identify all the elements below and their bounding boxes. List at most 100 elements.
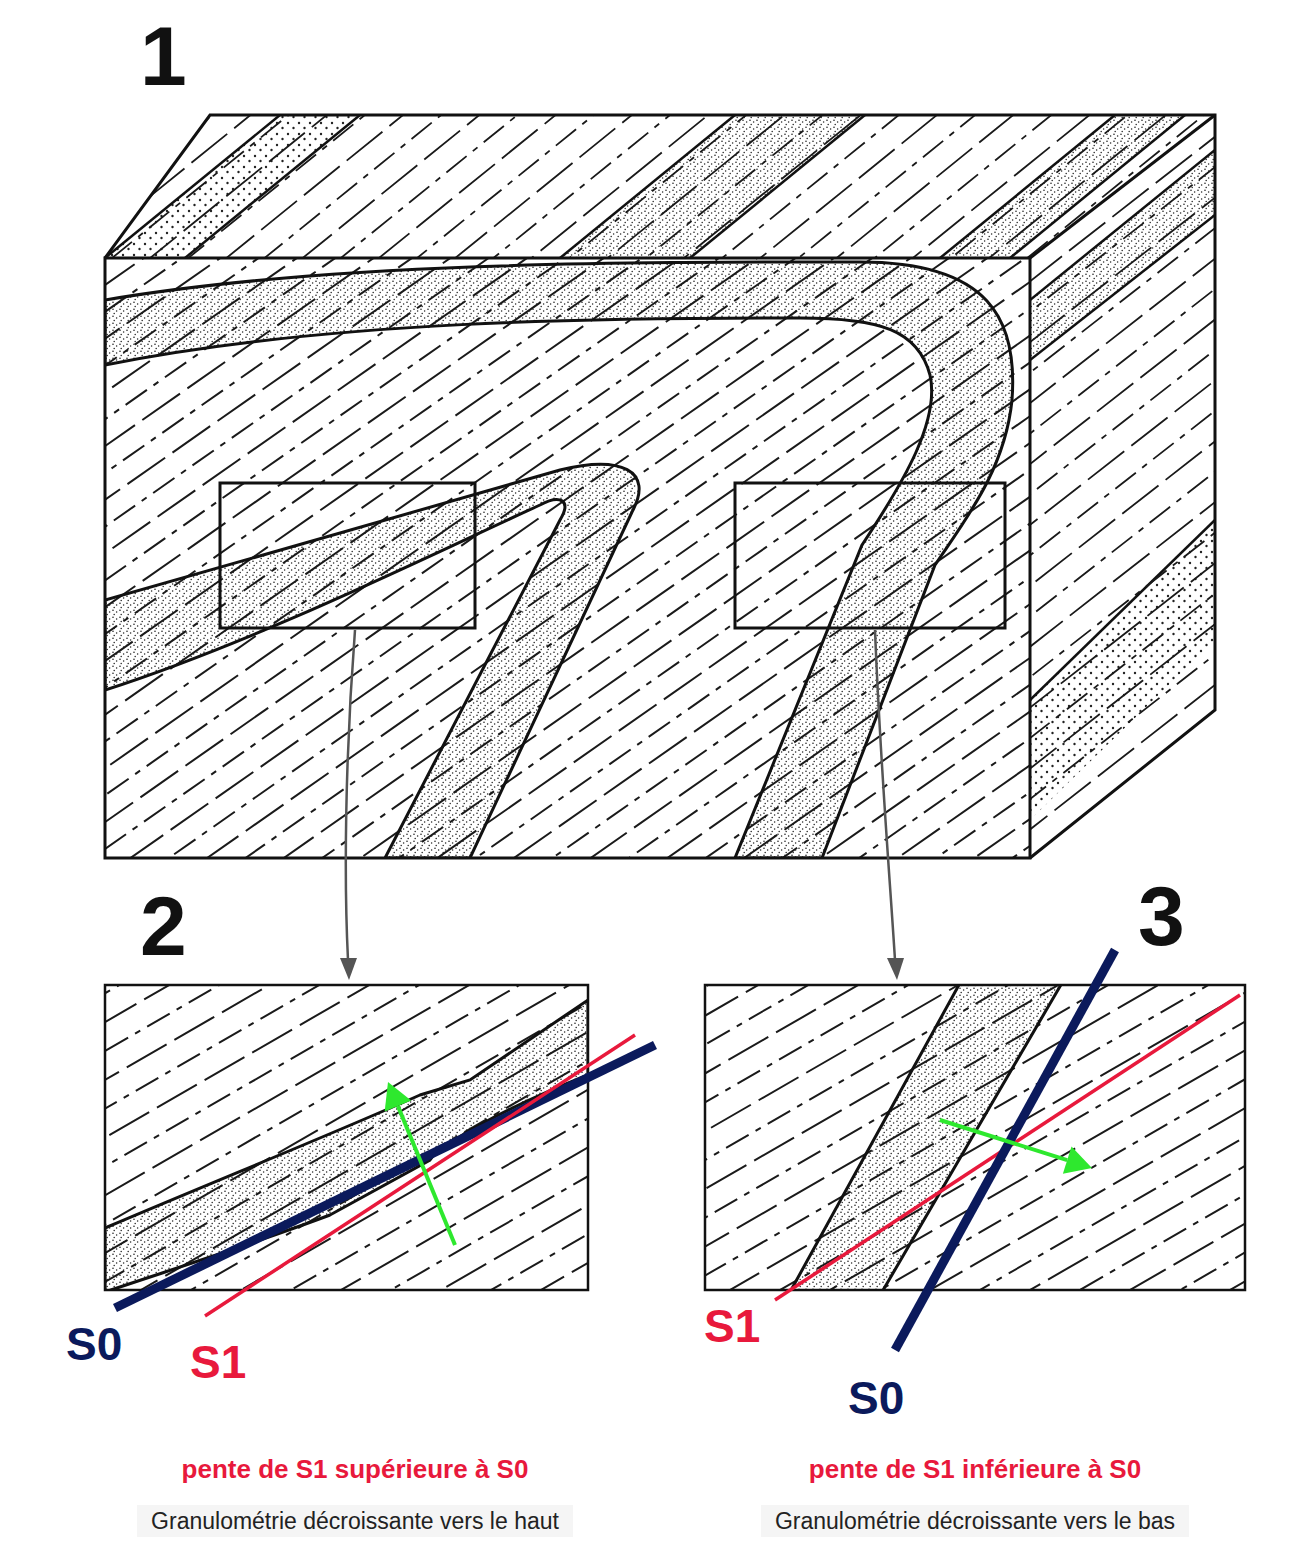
cleavage-line: [314, 671, 1030, 858]
cleavage-line: [0, 0, 854, 198]
grading-caption: Granulométrie décroissante vers le bas: [761, 1505, 1189, 1537]
cleavage-line: [105, 985, 550, 1070]
cleavage-line: [188, 491, 1030, 858]
cleavage-line: [0, 0, 884, 236]
cleavage-line: [705, 985, 1245, 1214]
bedding-trace: [115, 1045, 655, 1308]
cleavage-line: [137, 419, 1030, 858]
cleavage-line: [364, 743, 1030, 858]
bed-boundary: [1030, 520, 1215, 700]
bed-boundary: [560, 115, 735, 258]
cleavage-line: [774, 1229, 1245, 1290]
cleavage-line: [200, 509, 1030, 858]
cleavage-line: [105, 258, 1030, 858]
cleavage-line: [705, 985, 1245, 1290]
cleavage-line: [105, 985, 588, 1178]
cleavage-line: [705, 985, 1174, 1041]
bed-boundary: [690, 115, 865, 258]
cleavage-line: [705, 991, 1245, 1290]
cleavage-line: [705, 985, 1245, 1290]
cleavage-line: [705, 985, 1245, 1257]
cleavage-line: [105, 1061, 588, 1290]
leader-arrowhead: [340, 958, 357, 980]
cleavage-line: [705, 985, 1245, 1192]
cleavage-line: [105, 258, 1030, 858]
inset-2: [105, 985, 588, 1290]
cleavage-line: [213, 527, 1030, 858]
front-face: [105, 258, 1030, 858]
inset-frame: [705, 985, 1245, 1290]
cleavage-line: [105, 258, 1030, 858]
cleavage-line: [105, 365, 1030, 858]
cleavage-line: [105, 1126, 588, 1290]
cleavage-line: [339, 707, 1030, 858]
cleavage-line: [172, 1256, 588, 1290]
block-edge: [1030, 115, 1215, 258]
cleavage-line: [761, 1207, 1245, 1290]
cleavage-line: [276, 617, 1030, 858]
figure-number: 2: [140, 878, 187, 975]
grading-caption: Granulométrie décroissante vers le haut: [137, 1505, 573, 1537]
cleavage-line: [150, 437, 1030, 858]
cleavage-line: [105, 258, 1030, 796]
leader-arrowhead: [887, 958, 904, 980]
bedding-trace: [895, 950, 1115, 1350]
cleavage-line: [799, 1272, 1245, 1290]
cleavage-line: [705, 985, 1236, 1149]
cleavage-line: [105, 258, 1030, 858]
cleavage-line: [327, 689, 1030, 858]
cleavage-line: [147, 1213, 588, 1290]
bed-boundary: [1030, 150, 1215, 300]
cleavage-line: [705, 1012, 1245, 1290]
cleavage-trace: [205, 1035, 635, 1316]
cleavage-line: [175, 473, 1030, 858]
cleavage-line: [105, 258, 943, 616]
cleavage-line: [105, 258, 968, 652]
cleavage-line: [105, 1040, 588, 1290]
cleavage-line: [105, 985, 588, 1290]
leader-line: [875, 630, 895, 960]
cleavage-line: [705, 985, 1149, 998]
cleavage-line: [105, 258, 1030, 858]
inset-frame: [105, 985, 588, 1290]
cleavage-line: [105, 258, 1030, 858]
cleavage-line: [705, 985, 1245, 1290]
cleavage-line: [105, 258, 1030, 858]
cleavage-line: [105, 985, 525, 1027]
cleavage-label: S1: [704, 1300, 760, 1353]
cleavage-line: [105, 985, 575, 1113]
cleavage-line: [105, 985, 562, 1092]
cleavage-line: [105, 258, 867, 508]
younging-arrow: [940, 1120, 1067, 1160]
cleavage-line: [226, 545, 1030, 858]
sample-frame: [735, 483, 1005, 628]
cleavage-line: [105, 258, 1030, 858]
cleavage-line: [0, 0, 915, 273]
cleavage-line: [105, 258, 842, 472]
cleavage-line: [705, 1056, 1245, 1290]
cleavage-line: [105, 985, 588, 1290]
block-edge: [105, 258, 1030, 858]
cleavage-line: [110, 1148, 588, 1290]
cleavage-line: [263, 599, 1030, 858]
cleavage-line: [105, 347, 1030, 858]
cleavage-line: [105, 985, 588, 1290]
cleavage-line: [105, 258, 1030, 858]
younging-arrow: [398, 1106, 455, 1245]
cleavage-line: [105, 311, 1030, 858]
bed-boundary: [105, 464, 639, 858]
cleavage-line: [105, 329, 1030, 858]
cleavage-line: [105, 293, 1030, 858]
cleavage-line: [105, 985, 537, 1048]
cleavage-line: [0, 0, 839, 180]
cleavage-line: [705, 1099, 1245, 1290]
cleavage-line: [105, 1018, 588, 1290]
cleavage-line: [105, 258, 893, 544]
cleavage-line: [238, 563, 1030, 858]
cleavage-line: [160, 1234, 588, 1290]
cleavage-line: [105, 258, 1030, 858]
cleavage-line: [105, 275, 1030, 858]
cleavage-line: [112, 383, 1030, 858]
cleavage-line: [105, 258, 1030, 858]
cleavage-label: S1: [190, 1336, 246, 1389]
